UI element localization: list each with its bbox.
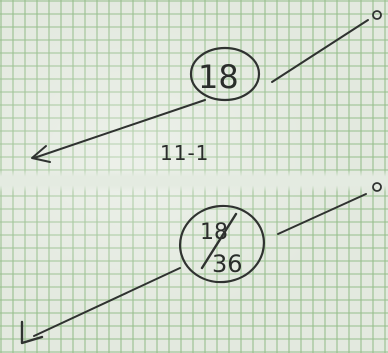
lower-arrowhead — [20, 320, 44, 345]
upper-circle-number: 18 — [198, 58, 239, 96]
middle-annotation: 11-1 — [160, 141, 209, 165]
upper-arrowhead — [31, 145, 51, 163]
lower-right-endpoint — [372, 182, 382, 192]
upper-left-arrow-line — [33, 99, 206, 159]
fraction-slash — [200, 212, 238, 270]
upper-circle — [189, 46, 261, 102]
upper-right-line — [271, 19, 369, 83]
lower-fraction-denominator: 36 — [212, 250, 243, 278]
paper-fold-band — [0, 170, 388, 192]
upper-right-endpoint — [372, 10, 382, 20]
lower-circle — [178, 204, 266, 284]
lower-left-arrow-line — [33, 267, 181, 337]
lower-right-line — [277, 193, 367, 235]
